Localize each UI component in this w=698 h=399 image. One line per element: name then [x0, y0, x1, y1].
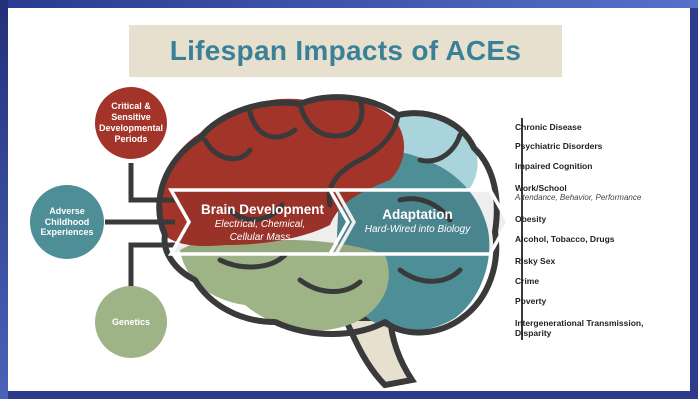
factor-circle-critical-periods	[95, 87, 167, 159]
outcome-sublabel: Attendance, Behavior, Performance	[515, 193, 642, 202]
brain-region-lightblue	[390, 112, 478, 190]
outcome-label: Intergenerational Transmission,	[515, 318, 644, 328]
outcome-label: Work/School	[515, 183, 567, 193]
outcome-sublabel: Disparity	[515, 328, 552, 338]
stage-subtitle-adaptation: Hard-Wired into Biology	[364, 224, 471, 235]
brain-stem	[340, 315, 418, 389]
outcome-item: Chronic Disease	[515, 122, 582, 132]
outcome-item: Intergenerational Transmission,Disparity	[515, 318, 643, 338]
outcome-label: Poverty	[515, 296, 547, 306]
factor-label-aces: Adverse Childhood Experiences	[40, 205, 94, 238]
outcome-item: Poverty	[515, 296, 546, 306]
brain-outline	[156, 94, 500, 337]
outcome-item: Obesity	[515, 214, 546, 224]
factor-label-critical-periods: Critical & Sensitive Developmental Perio…	[98, 101, 164, 144]
outcome-label: Crime	[515, 276, 540, 286]
factor-circle-genetics	[95, 286, 167, 358]
outcome-label: Psychiatric Disorders	[515, 141, 603, 151]
outcome-label: Chronic Disease	[515, 122, 582, 132]
factor-label-genetics: Genetics	[111, 316, 151, 327]
stage-title-adaptation: Adaptation	[382, 207, 453, 222]
outcome-label: Obesity	[515, 214, 547, 224]
outcome-item: Crime	[515, 276, 539, 286]
stage-title-brain-development: Brain Development	[200, 202, 325, 217]
factor-circle-aces	[30, 185, 104, 259]
stage-arrow-adaptation	[327, 188, 511, 256]
page-title: Lifespan Impacts of ACEs	[169, 35, 522, 66]
brain-folds	[202, 97, 463, 294]
title-banner: Lifespan Impacts of ACEs	[129, 25, 562, 77]
outcome-label: Risky Sex	[515, 256, 556, 266]
stage-subtitle-brain-development: Electrical, Chemical, Cellular Mass	[214, 219, 306, 243]
outcome-item: Alcohol, Tobacco, Drugs	[515, 234, 615, 244]
slide-frame-left	[0, 0, 8, 399]
slide-frame-top	[0, 0, 698, 8]
outcome-item: Risky Sex	[515, 256, 555, 266]
outcome-label: Alcohol, Tobacco, Drugs	[515, 234, 615, 244]
outcome-item: Psychiatric Disorders	[515, 141, 602, 151]
connector-lines	[105, 163, 175, 290]
outcome-item: Impaired Cognition	[515, 161, 592, 171]
outcome-label: Impaired Cognition	[515, 161, 593, 171]
